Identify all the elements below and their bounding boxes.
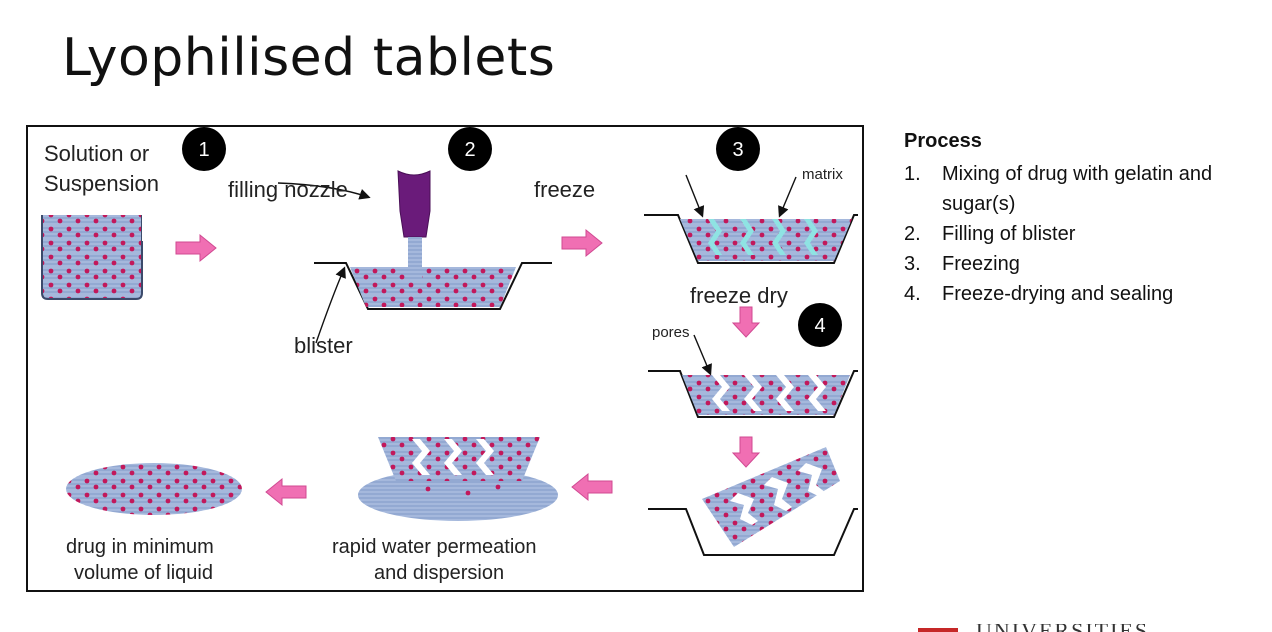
process-step: 2. Filling of blister [904,219,1254,249]
step-text: Mixing of drug with gelatin and sugar(s) [942,163,1213,215]
step-badge-2: 2 [448,127,492,171]
diagram-svg: Solution or Suspension filling nozzle bl… [41,127,858,584]
university-logo: UNIVERSITIES [918,624,1258,632]
dispersing-tablet [358,437,558,521]
arrow-1-right [175,233,217,263]
label-filling-nozzle: filling nozzle [228,177,348,202]
label-rapid-2: and dispersion [374,562,504,584]
arrow-6-left [265,477,307,507]
step-number: 4. [904,283,921,305]
label-drug-2: volume of liquid [74,562,213,584]
logo-text: UNIVERSITIES [976,624,1149,632]
step-text: Freezing [942,253,1020,275]
logo-mark [918,628,958,632]
arrow-2-right [561,228,603,258]
process-arrows [175,228,761,507]
label-solution-2: Suspension [44,171,159,196]
label-freeze-dry: freeze dry [690,283,788,308]
label-rapid-1: rapid water permeation [332,536,537,558]
process-steps: 1. Mixing of drug with gelatin and sugar… [904,159,1254,309]
step-badge-1: 1 [182,127,226,171]
process-heading: Process [904,130,982,152]
process-panel: Process 1. Mixing of drug with gelatin a… [904,130,1254,309]
porous-matrix [648,334,858,418]
label-pores: pores [652,324,690,341]
step-number: 3. [904,253,921,275]
label-freeze: freeze [534,177,595,202]
label-drug-1: drug in minimum [66,536,214,558]
process-step: 3. Freezing [904,249,1254,279]
label-matrix: matrix [802,166,843,183]
step-number: 2. [904,223,921,245]
svg-text:2: 2 [464,139,475,161]
label-solution-1: Solution or [44,141,149,166]
svg-text:1: 1 [198,139,209,161]
step-text: Freeze-drying and sealing [942,283,1174,305]
frozen-matrix [644,174,858,264]
process-step: 1. Mixing of drug with gelatin and sugar… [904,159,1254,219]
arrow-4-down [731,436,761,468]
arrow-5-left [571,472,613,502]
lyophilisation-diagram: Solution or Suspension filling nozzle bl… [26,125,864,592]
svg-text:3: 3 [732,139,743,161]
step-badge-3: 3 [716,127,760,171]
drug-liquid [66,463,242,515]
step-badge-4: 4 [798,303,842,347]
arrow-3-down [731,306,761,338]
process-step: 4. Freeze-drying and sealing [904,279,1254,309]
slide-title: Lyophilised tablets [62,28,556,88]
step-number: 1. [904,163,921,185]
blister-filling [277,170,552,344]
svg-text:4: 4 [814,315,825,337]
step-text: Filling of blister [942,223,1076,245]
tablet-release [648,447,858,556]
beaker [41,211,190,300]
label-blister: blister [294,333,353,358]
